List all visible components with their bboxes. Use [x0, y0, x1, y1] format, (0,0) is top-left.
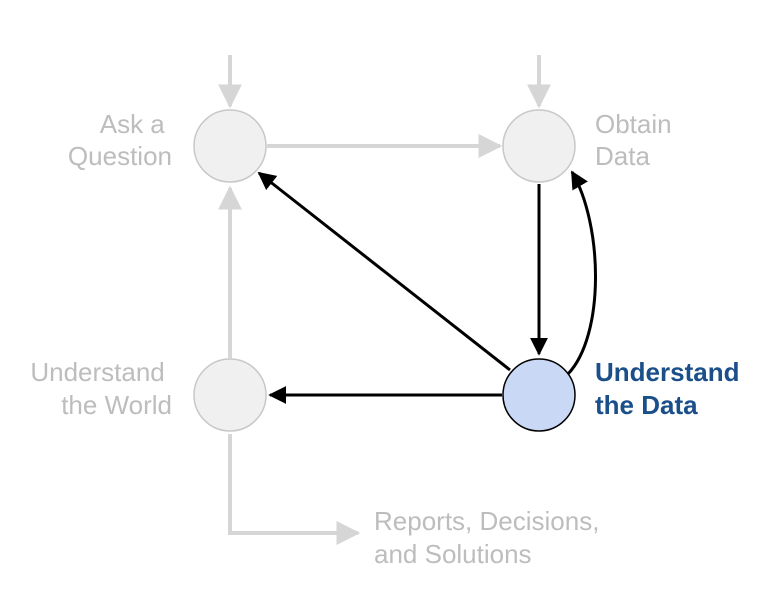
label-understand-world: Understand the World	[30, 357, 172, 420]
edge-understand-data-to-question	[257, 171, 511, 372]
node-ask-question	[193, 109, 267, 183]
label-understand-data: Understand the Data	[595, 357, 747, 420]
node-obtain-data	[502, 109, 576, 183]
active-edges	[257, 170, 597, 404]
label-obtain-data-line2: Data	[595, 141, 650, 171]
label-ask-question-line2: Question	[68, 141, 172, 171]
label-understand-data-line2: the Data	[595, 390, 698, 420]
edge-world-to-reports	[228, 434, 361, 545]
label-ask-question: Ask a Question	[68, 109, 172, 171]
label-obtain-data-line1: Obtain	[595, 109, 672, 139]
label-understand-world-line2: the World	[61, 390, 172, 420]
label-obtain-data: Obtain Data	[595, 109, 679, 171]
label-ask-question-line1: Ask a	[100, 109, 166, 139]
node-understand-data	[502, 358, 576, 432]
label-output-line2: and Solutions	[374, 539, 532, 569]
node-understand-world	[193, 358, 267, 432]
label-understand-data-line1: Understand	[595, 357, 739, 387]
edge-understand-data-to-obtain	[566, 170, 597, 376]
label-understand-world-line1: Understand	[30, 357, 164, 387]
label-output-line1: Reports, Decisions,	[374, 506, 599, 536]
label-output: Reports, Decisions, and Solutions	[374, 506, 607, 569]
inactive-edges	[218, 55, 551, 545]
